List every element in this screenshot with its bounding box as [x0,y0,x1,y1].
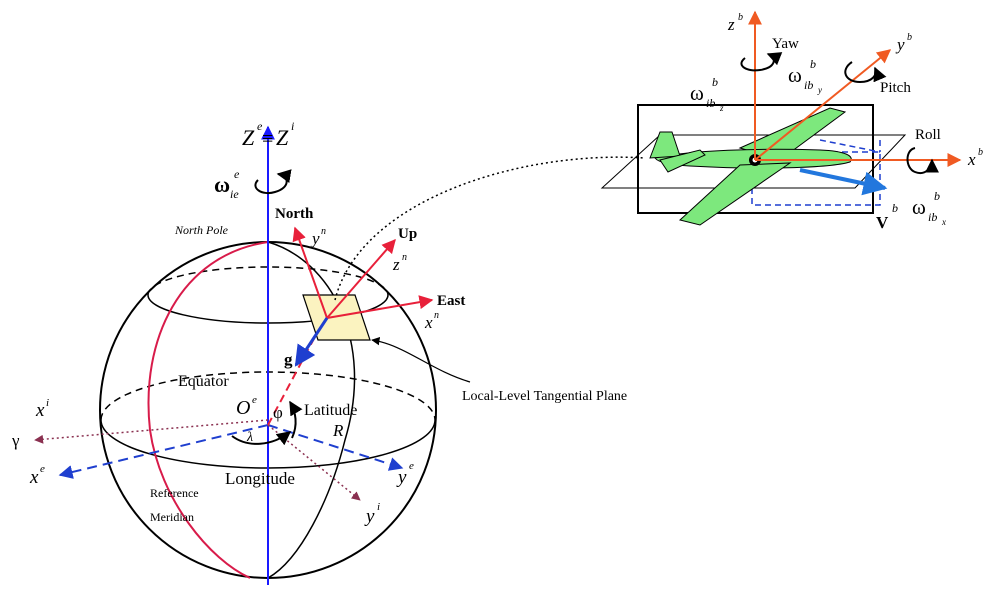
gravity-vector [294,317,329,367]
yb-axis [754,49,892,161]
yaw-label: Yaw [772,36,799,52]
xb-label: x [967,150,976,169]
earth-rotation-icon [254,169,292,194]
meridian-label: Meridian [150,510,194,524]
xn-sup: n [434,310,439,321]
omega-ie-label: ω [214,172,230,197]
xe-label: x [29,467,39,488]
omega-ibx-sup: b [934,189,940,203]
local-tangent-plane [302,294,371,341]
tangent-plane-callout [371,336,471,383]
latitude-arc [289,400,303,439]
longitude-arc [231,431,292,446]
omega-ibz-sup: b [712,75,718,89]
roll-label: Roll [915,127,941,143]
xn-label: x [424,313,433,332]
aircraft [649,107,852,226]
north-pole-label: North Pole [174,223,229,237]
velocity-vector [799,168,888,196]
velocity-label: V [876,213,889,232]
north-axis [292,226,328,319]
ye-sup: e [409,460,414,472]
east-label: East [437,293,465,309]
yi-label: y [364,506,375,527]
zi-sup: i [291,119,294,133]
xi-label: x [35,400,45,421]
reference-meridian-curve [147,241,269,579]
longitude-label: Longitude [225,469,295,488]
xe-sup: e [40,463,45,475]
lambda-label: λ [246,430,253,445]
ye-label: y [396,467,407,488]
omega-ibx-label: ω [912,195,926,219]
phi-label: φ [273,403,283,422]
equiv-symbol: ≡ [262,128,273,150]
zb-sup: b [738,12,743,23]
radius-label: R [332,421,344,440]
origin-sup: e [252,394,257,406]
omega-iby-sup: b [810,57,816,71]
gamma-label: γ [11,431,20,450]
omega-ie-sup: e [234,167,240,181]
yb-sup: b [907,32,912,43]
velocity-sup: b [892,201,898,215]
latitude-label: Latitude [304,402,357,419]
radius-line [267,315,327,426]
omega-ibz-sub: ib [706,96,715,110]
omega-ibz-label: ω [690,81,704,105]
connector-dotted [334,156,646,301]
zn-label: z [392,255,400,274]
omega-iby-subsub: y [817,85,822,95]
gravity-label: g [284,350,293,369]
zn-sup: n [402,252,407,263]
xi-axis [34,419,269,444]
yi-sup: i [377,501,380,513]
up-axis [326,238,396,319]
equator-label: Equator [178,373,229,390]
omega-iby-sub: ib [804,78,813,92]
yaw-rotation-icon [740,52,783,72]
xb-sup: b [978,147,983,158]
east-axis [326,295,434,319]
tangent-plane-label: Local-Level Tangential Plane [462,389,627,404]
zb-label: z [727,15,735,34]
yn-sup: n [321,226,326,237]
yb-label: y [895,35,905,54]
omega-ie-sub: ie [230,187,239,201]
up-label: Up [398,226,417,242]
zi-label: Z [276,125,289,150]
ze-sup: e [257,119,263,133]
xe-axis [58,424,269,479]
reference-label: Reference [150,486,199,500]
yn-label: y [310,229,320,248]
omega-iby-label: ω [788,63,802,87]
ze-label: Z [242,125,255,150]
omega-ibx-sub: ib [928,210,937,224]
omega-ibx-subsub: x [941,217,946,227]
roll-rotation-icon [906,147,939,174]
pitch-label: Pitch [880,80,911,96]
origin-label: O [236,397,250,419]
north-label: North [275,206,314,222]
xi-sup: i [46,397,49,409]
pitch-rotation-icon [844,61,887,84]
omega-ibz-subsub: z [719,103,724,113]
